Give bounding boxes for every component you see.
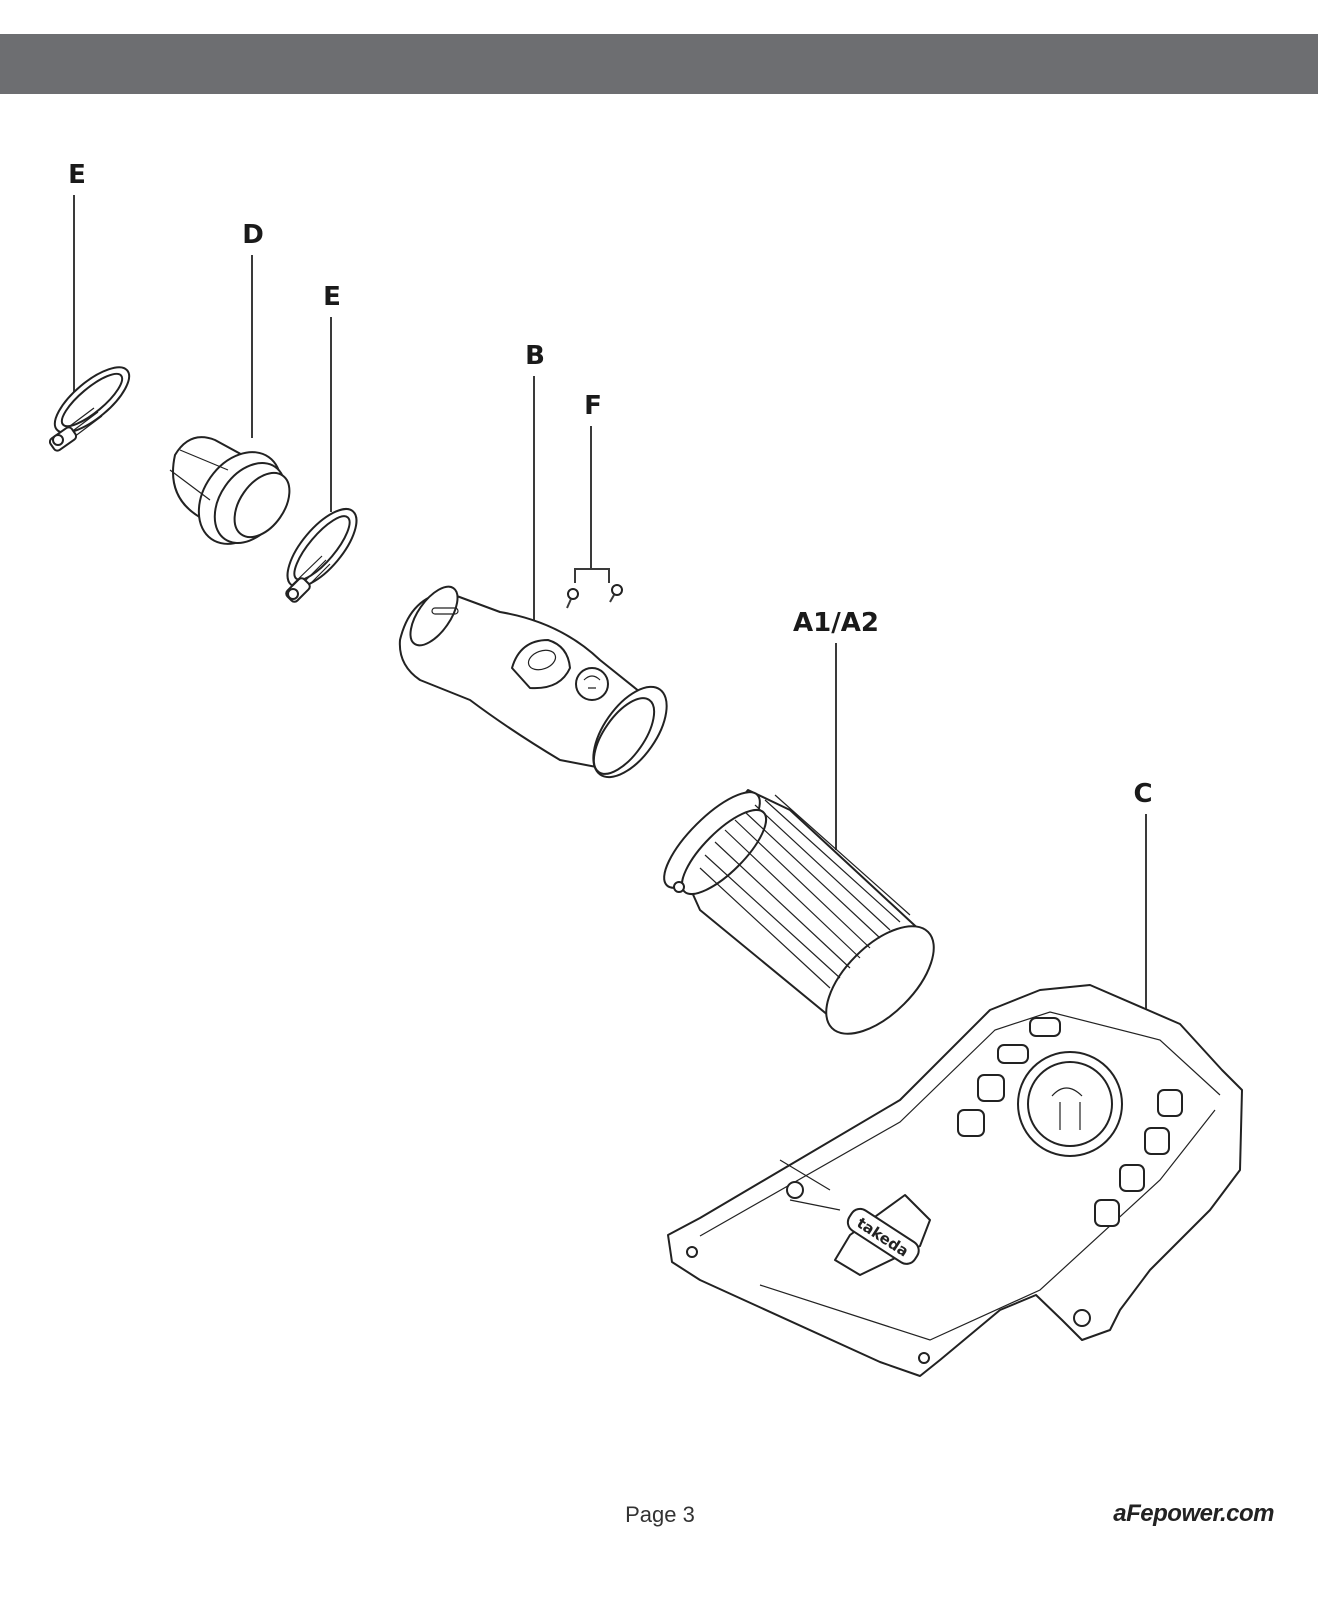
intake-tube-b: [398, 585, 668, 779]
callout-c: C: [1133, 779, 1152, 809]
callout-e-right: E: [323, 282, 341, 312]
callout-d: D: [242, 220, 264, 250]
callout-f: F: [584, 391, 602, 421]
hose-clamp-e-left: [48, 366, 131, 452]
hose-clamp-e-right: [285, 508, 358, 603]
callout-e-left: E: [68, 160, 86, 190]
website-link[interactable]: aFepower.com: [1113, 1500, 1274, 1527]
page-number: Page 3: [625, 1502, 695, 1527]
airbox-c: takeda: [667, 984, 1243, 1377]
coupler-d: [169, 436, 291, 545]
leader-lines: [73, 195, 1147, 1024]
screws-f: [566, 584, 623, 609]
callout-b: B: [525, 341, 545, 371]
header-bar: [0, 34, 1318, 94]
air-filter-a1-a2: [663, 789, 935, 1035]
callout-a1-a2: A1/A2: [793, 608, 879, 638]
